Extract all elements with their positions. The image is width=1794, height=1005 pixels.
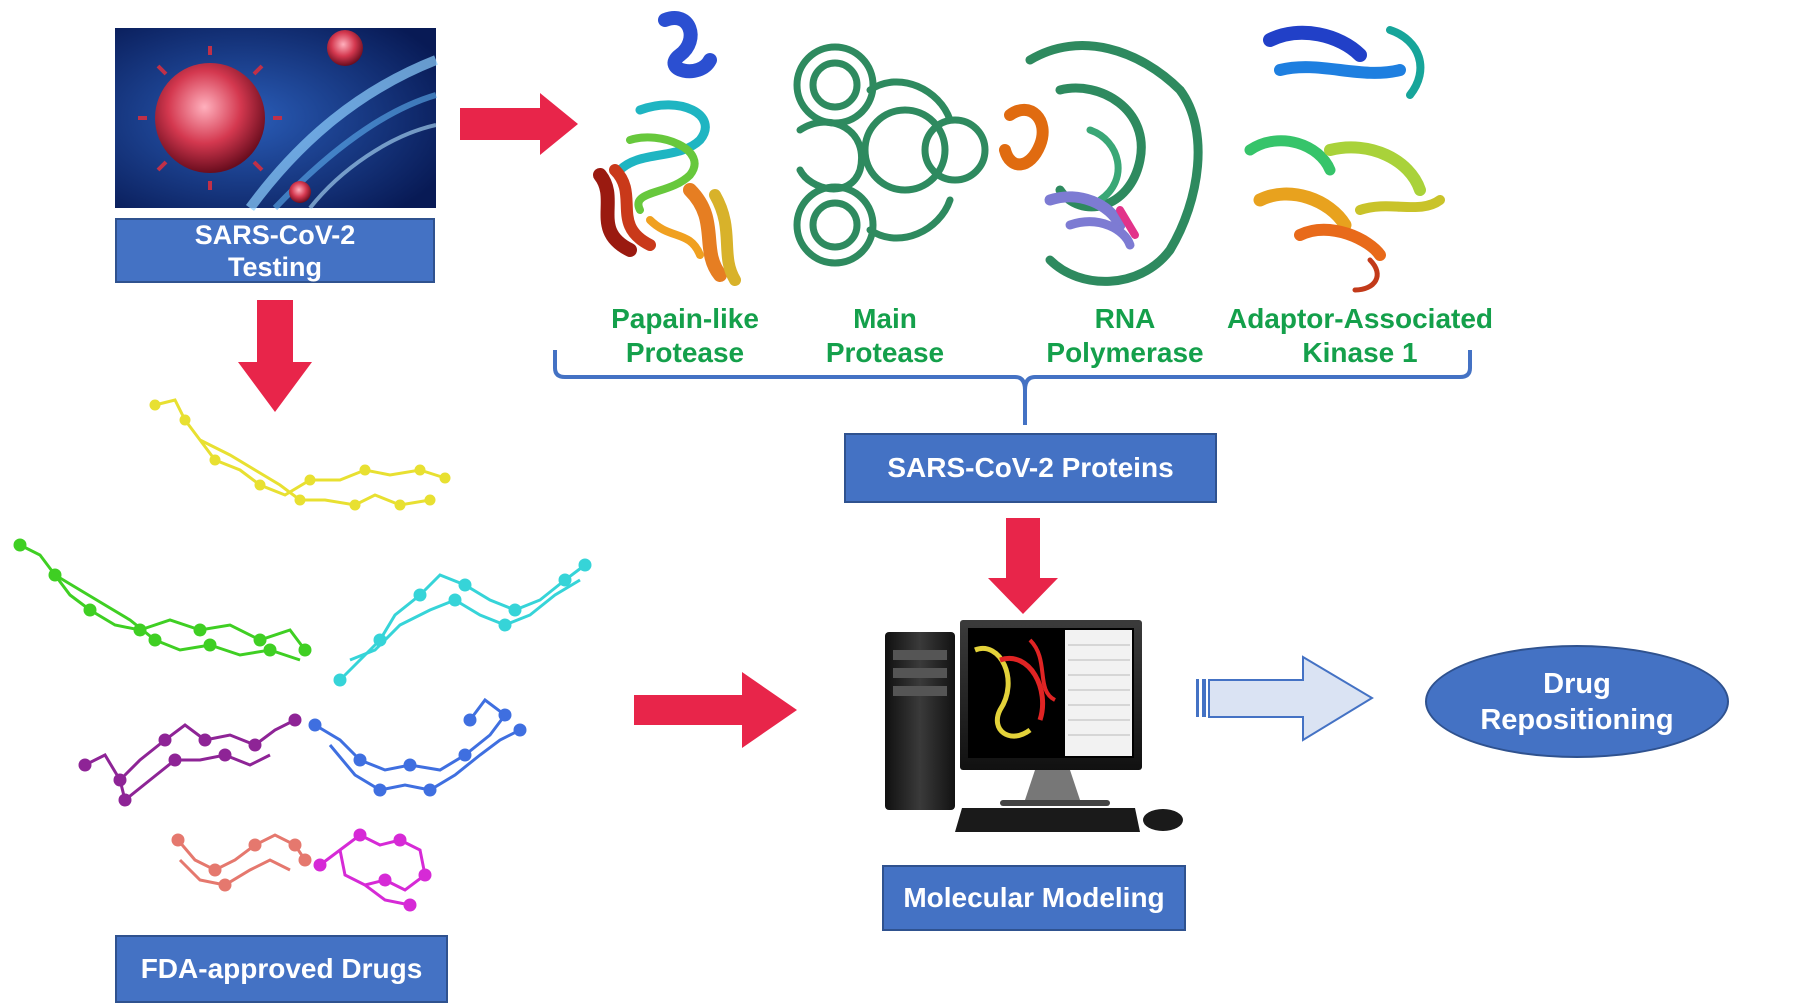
testing-line2: Testing <box>228 251 322 282</box>
proteins-box: SARS-CoV-2 Proteins <box>844 433 1217 503</box>
computer-illustration <box>885 620 1183 832</box>
protein-label-rna: RNA Polymerase <box>1030 302 1220 370</box>
protein-label-main-line1: Main <box>853 303 917 334</box>
molecule-green <box>13 538 312 662</box>
protein-label-main: Main Protease <box>800 302 970 370</box>
virus-image <box>115 28 438 211</box>
molecule-purple <box>78 713 302 807</box>
protein-label-rna-line1: RNA <box>1094 303 1156 334</box>
drugs-box-label: FDA-approved Drugs <box>140 953 423 984</box>
proteins-box-label: SARS-CoV-2 Proteins <box>887 452 1174 483</box>
protein-label-papain-line1: Papain-like <box>611 303 759 334</box>
molecule-yellow <box>149 398 451 511</box>
modeling-box: Molecular Modeling <box>882 865 1186 931</box>
protein-label-kinase-line1: Adaptor-Associated <box>1226 303 1494 334</box>
arrow-testing-to-proteins <box>460 93 578 155</box>
arrow-modeling-to-outcome <box>1196 655 1374 742</box>
molecule-cyan <box>333 558 592 687</box>
drugs-box: FDA-approved Drugs <box>115 935 448 1003</box>
protein-brace <box>553 350 1472 425</box>
testing-line1: SARS-CoV-2 <box>194 219 356 250</box>
outcome-line2: Repositioning <box>1480 703 1674 736</box>
protein-label-main-line2: Protease <box>825 337 945 368</box>
adaptor-associated-kinase-structure <box>1244 25 1445 293</box>
main-protease-structure <box>793 43 989 267</box>
papain-like-protease-structure <box>593 11 741 286</box>
arrow-drugs-to-modeling <box>634 672 797 748</box>
molecule-blue <box>308 697 527 797</box>
outcome-line1: Drug <box>1543 667 1611 700</box>
protein-label-rna-line2: Polymerase <box>1046 337 1204 368</box>
drug-repositioning-oval: Drug Repositioning <box>1425 645 1729 758</box>
rna-polymerase-structure <box>999 41 1203 286</box>
molecule-salmon <box>171 833 312 892</box>
arrow-testing-to-drugs <box>238 300 312 412</box>
protein-label-papain-line2: Protease <box>625 337 745 368</box>
modeling-box-label: Molecular Modeling <box>903 882 1165 913</box>
molecule-magenta <box>313 828 432 912</box>
testing-box: SARS-CoV-2 Testing <box>115 218 435 283</box>
arrow-proteins-to-modeling <box>988 518 1058 614</box>
protein-label-kinase-line2: Kinase 1 <box>1302 337 1418 368</box>
protein-label-papain: Papain-like Protease <box>590 302 780 370</box>
protein-label-kinase: Adaptor-Associated Kinase 1 <box>1215 302 1505 370</box>
